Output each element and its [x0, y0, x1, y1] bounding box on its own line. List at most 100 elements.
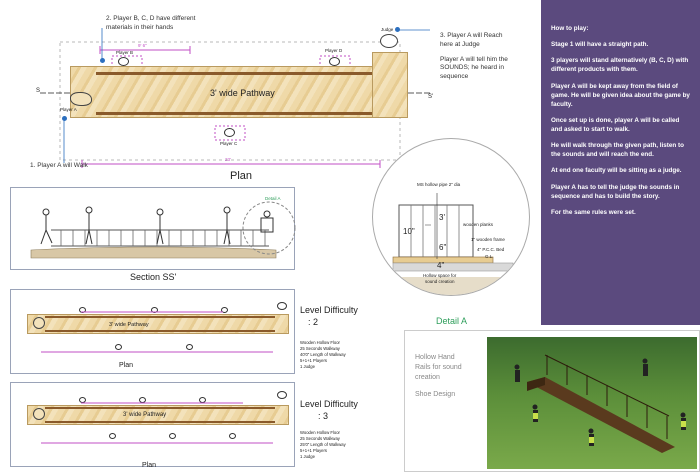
how-to-play-title: How to play: — [551, 25, 589, 32]
section-title: Section SS' — [130, 272, 177, 282]
level2-note: 1 Judge — [300, 363, 315, 369]
level3-player-5 — [169, 433, 176, 439]
level2-difficulty-label: Level Difficulty — [300, 305, 358, 315]
callout-dot-3 — [395, 27, 400, 32]
level2-judge — [277, 302, 287, 310]
detail-a-drawing — [373, 193, 529, 295]
level2-pathway-label: 3' wide Pathway — [109, 322, 149, 328]
level2-player-3 — [221, 307, 228, 313]
top-plan: 9' 6" 23' 3' wide Pathway S S' Player A … — [20, 20, 450, 190]
detail-wooden-frame: 1" wooden frame — [471, 237, 505, 242]
render-caption-line2: Rails for sound — [415, 363, 462, 371]
level2-rail-bottom — [45, 330, 275, 332]
level3-difficulty-value: : 3 — [318, 411, 329, 422]
level3-player-4 — [109, 433, 116, 439]
level3-note: 5+1+1 Players — [300, 447, 328, 453]
level3-rail-top — [45, 407, 275, 409]
player-b-icon — [118, 57, 129, 66]
level2-notes: Wooden Hollow Floor 25 Seconds Walkway 4… — [300, 340, 346, 369]
level3-note: 25'0" Length of Walkway — [300, 441, 346, 447]
level2-pathway — [27, 314, 289, 334]
pathway-label: 3' wide Pathway — [210, 88, 275, 98]
player-c-label: Player C — [220, 141, 238, 146]
level2-difficulty: Level Difficulty : 2 — [300, 304, 358, 328]
section-detail-label: Detail A — [265, 196, 281, 201]
level2-player-4 — [115, 344, 122, 350]
level2-note: 5+1+1 Players — [300, 357, 328, 363]
render-scene — [514, 354, 686, 453]
level2-player-5 — [186, 344, 193, 350]
level2-difficulty-value: : 2 — [308, 317, 319, 328]
level2-rail-top — [45, 316, 275, 318]
section-marker-s-prime: S' — [428, 94, 434, 100]
detail-pcc-bed: 4" P.C.C. Bed — [477, 247, 505, 252]
player-a-label: Player A — [60, 107, 77, 112]
detail-ms-pipe: MS hollow pipe 2" dia — [417, 182, 461, 187]
detail-dim-4in: 4" — [437, 261, 445, 270]
plan-title: Plan — [230, 170, 253, 182]
judge-label: Judge — [381, 27, 394, 32]
how-to-play-step: For the same rules were set. — [551, 208, 636, 216]
level2-dimensions — [41, 311, 273, 353]
callout-judge-line3: Player A will tell him the — [440, 55, 508, 63]
how-to-play-panel: How to play: Stage 1 will have a straigh… — [541, 0, 700, 325]
callout-lines — [63, 28, 430, 163]
detail-hollow-space-1: Hollow space for — [423, 273, 457, 278]
player-d-label: Player D — [325, 48, 343, 53]
level2-note: 25 Seconds Walkway — [300, 345, 340, 351]
bottom-dimension: 23' — [225, 157, 231, 162]
level2-note: Wooden Hollow Floor — [300, 340, 340, 345]
rail-bottom — [96, 112, 372, 115]
how-to-play-step: Once set up is done, player A will be ca… — [551, 116, 680, 133]
player-c-icon — [224, 128, 235, 137]
render-image — [487, 337, 697, 469]
detail-dim-3ft: 3' — [439, 213, 445, 222]
section-drawing — [30, 201, 296, 259]
callout-judge-line1: 3. Player A will Reach — [440, 32, 503, 39]
detail-dim-10in: 10" — [403, 227, 415, 236]
player-a-icon — [70, 92, 92, 106]
level2-note: 40'0" Length of Walkway — [300, 351, 346, 357]
render-caption-line3: creation — [415, 373, 440, 381]
callout-judge: 3. Player A will Reach here at Judge Pla… — [440, 32, 508, 82]
level2-panel: 3' wide Pathway Plan — [10, 289, 295, 374]
level3-judge — [277, 391, 287, 399]
level3-player-a-icon — [33, 408, 45, 420]
section-marker-s: S — [36, 88, 41, 94]
how-to-play-step: 3 players will stand alternatively (B, C… — [551, 57, 689, 74]
render-caption: Hollow Hand Rails for sound creation Sho… — [415, 353, 462, 400]
detail-a-title: Detail A — [436, 316, 468, 326]
callout-player-a-walk: 1. Player A will Walk — [30, 162, 88, 169]
pathway-end — [372, 52, 408, 118]
level3-difficulty-label: Level Difficulty — [300, 399, 358, 409]
level3-notes: Wooden Hollow Floor 25 Seconds Walkway 2… — [300, 430, 346, 459]
level3-difficulty: Level Difficulty : 3 — [300, 398, 358, 422]
callout-dot-2 — [100, 58, 105, 63]
level3-note: 1 Judge — [300, 453, 315, 459]
level3-note: 25 Seconds Walkway — [300, 435, 340, 441]
detail-dim-6in: 6" — [439, 243, 447, 252]
level2-player-a-icon — [33, 317, 45, 329]
detail-hollow-space-2: sound creation — [425, 279, 455, 284]
level3-pathway — [27, 405, 289, 425]
callout-materials: 2. Player B, C, D have different materia… — [106, 15, 195, 33]
callout-materials-line2: materials in their hands — [106, 23, 174, 31]
how-to-play-step: Stage 1 will have a straight path. — [551, 41, 649, 49]
level3-dimensions — [41, 402, 273, 444]
level2-plan-title: Plan — [119, 362, 134, 369]
detail-gl: G.L. — [485, 254, 494, 259]
player-d-icon — [329, 57, 340, 66]
callout-judge-line5: sequence — [440, 73, 469, 81]
level3-rail-bottom — [45, 421, 275, 423]
section-panel: Detail A — [10, 187, 296, 270]
player-b-label: Player B — [116, 50, 134, 55]
render-caption-line4: Shoe Design — [415, 391, 456, 399]
render-caption-line1: Hollow Hand — [415, 354, 455, 361]
how-to-play-step: He will walk through the given path, lis… — [551, 142, 684, 159]
callout-dot-1 — [62, 116, 67, 121]
level3-note: Wooden Hollow Floor — [300, 430, 340, 435]
callout-judge-line2: here at Judge — [440, 40, 480, 48]
level3-plan-title: Plan — [142, 462, 157, 469]
level3-player-6 — [229, 433, 236, 439]
judge-icon — [380, 34, 398, 48]
